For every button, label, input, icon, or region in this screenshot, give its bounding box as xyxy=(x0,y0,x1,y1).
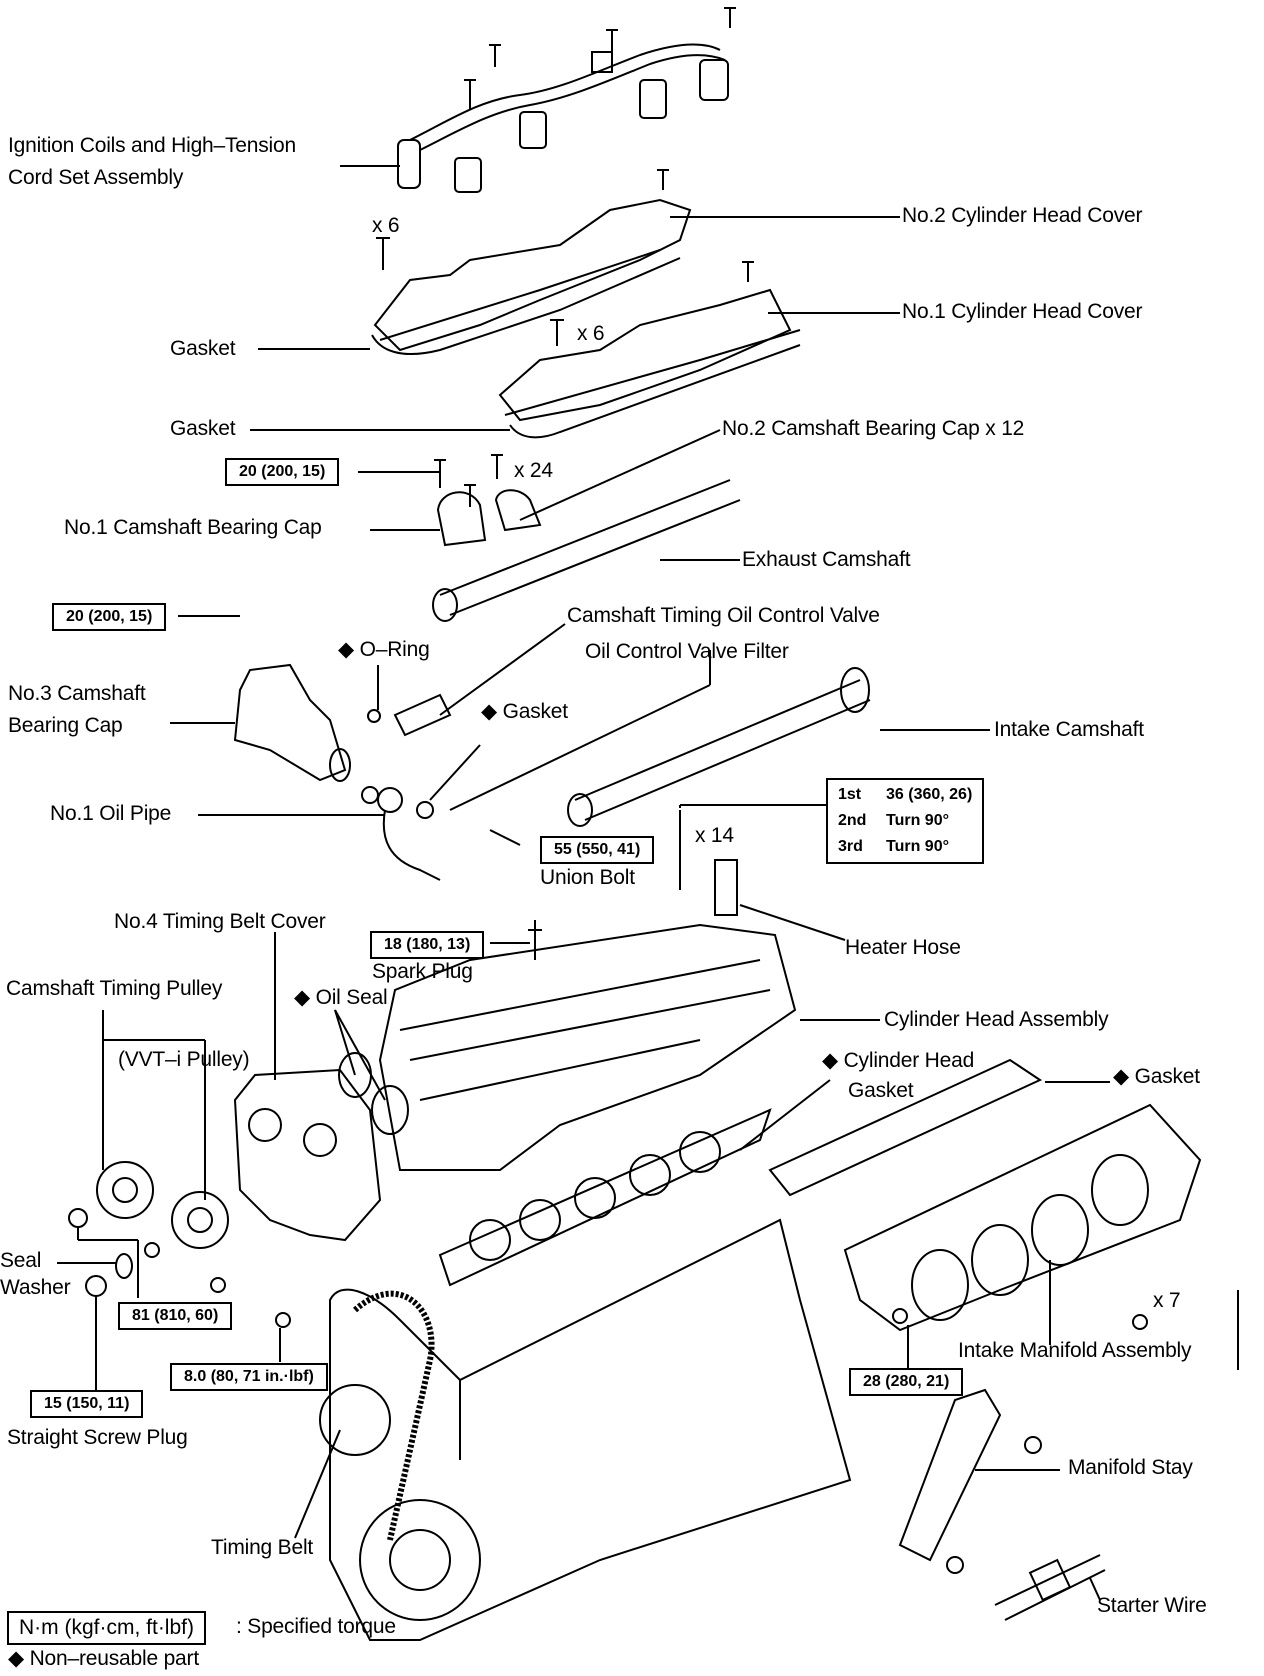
label-no3-bearing-cap: Bearing Cap xyxy=(8,714,123,737)
bolt-illustration xyxy=(144,1242,160,1258)
label-gasket-lower: Gasket xyxy=(170,417,236,440)
label-washer: Washer xyxy=(0,1276,71,1299)
torque-step: 3rd xyxy=(838,838,863,855)
exhaust-camshaft-illustration xyxy=(432,479,741,622)
label-timing-belt: Timing Belt xyxy=(211,1536,314,1559)
torque-step-row: 1st 36 (360, 26) xyxy=(838,782,972,808)
timing-belt-illustration xyxy=(353,1290,435,1541)
engine-block-illustration xyxy=(319,1218,852,1641)
label-no3-camshaft: No.3 Camshaft xyxy=(8,682,146,705)
label-cylinder-head-gasket-line2: Gasket xyxy=(848,1079,914,1102)
qty-head-bolts: x 14 xyxy=(695,824,734,847)
bolt-illustration xyxy=(275,1312,291,1328)
label-union-bolt: Union Bolt xyxy=(540,866,635,889)
cylinder-head-gasket-illustration xyxy=(438,1108,772,1287)
torque-cam-cap: 20 (200, 15) xyxy=(225,458,340,486)
label-manifold-stay: Manifold Stay xyxy=(1068,1456,1193,1479)
camshaft-timing-pulley-illustration xyxy=(96,1161,229,1249)
qty-cover-bolts-right: x 6 xyxy=(577,322,605,345)
torque-step: 2nd xyxy=(838,812,867,829)
label-oil-control-valve-filter: Oil Control Valve Filter xyxy=(585,640,789,663)
no2-cylinder-head-cover-illustration xyxy=(371,198,692,355)
torque-belt-cover: 8.0 (80, 71 in.·lbf) xyxy=(170,1363,328,1391)
oil-seal-illustration xyxy=(371,1085,409,1135)
manifold-stay-illustration xyxy=(898,1388,1042,1574)
label-intake-camshaft: Intake Camshaft xyxy=(994,718,1144,741)
union-bolt-illustration xyxy=(489,829,521,846)
label-no4-timing-belt-cover: No.4 Timing Belt Cover xyxy=(114,910,326,933)
legend-non-reusable: ◆ Non–reusable part xyxy=(8,1647,199,1670)
torque-step: 1st xyxy=(838,786,862,803)
leader-lines xyxy=(57,165,1239,1601)
torque-no3-cap: 20 (200, 15) xyxy=(52,603,167,631)
oil-pipe-illustration xyxy=(382,809,441,881)
straight-screw-plug-illustration xyxy=(85,1275,107,1297)
label-cylinder-head-gasket: ◆ Cylinder Head xyxy=(822,1049,975,1072)
label-no1-cylinder-head-cover: No.1 Cylinder Head Cover xyxy=(902,300,1143,323)
label-no1-oil-pipe: No.1 Oil Pipe xyxy=(50,802,172,825)
label-oil-seal: ◆ Oil Seal xyxy=(294,986,388,1009)
ignition-coil-set-illustration xyxy=(397,43,729,193)
heater-hose-illustration xyxy=(714,859,738,916)
torque-pulley: 81 (810, 60) xyxy=(118,1302,233,1330)
intake-camshaft-illustration xyxy=(567,667,871,827)
starter-wire-illustration xyxy=(994,1554,1106,1621)
label-ocv-gasket: ◆ Gasket xyxy=(481,700,568,723)
torque-step-value: 36 (360, 26) xyxy=(886,786,973,803)
intake-manifold-illustration xyxy=(843,1103,1202,1332)
label-no1-camshaft-bearing-cap: No.1 Camshaft Bearing Cap xyxy=(64,516,322,539)
torque-spark-plug: 18 (180, 13) xyxy=(370,931,485,959)
bearing-cap-illustrations xyxy=(233,454,542,782)
torque-union-bolt: 55 (550, 41) xyxy=(540,836,655,864)
torque-step-value: Turn 90° xyxy=(886,812,949,829)
label-intake-manifold-assembly: Intake Manifold Assembly xyxy=(958,1339,1192,1362)
spark-plug-illustration xyxy=(528,920,542,960)
torque-manifold-stay: 28 (280, 21) xyxy=(849,1368,964,1396)
seal-washer-illustration xyxy=(115,1253,133,1279)
label-oil-control-valve: Camshaft Timing Oil Control Valve xyxy=(567,604,880,627)
qty-cover-bolts-left: x 6 xyxy=(372,214,400,237)
qty-cap-bolts: x 24 xyxy=(514,459,553,482)
torque-step-row: 2nd Turn 90° xyxy=(838,808,972,834)
label-starter-wire: Starter Wire xyxy=(1097,1594,1207,1617)
label-gasket-upper: Gasket xyxy=(170,337,236,360)
label-heater-hose: Heater Hose xyxy=(845,936,961,959)
legend-torque-description: : Specified torque xyxy=(236,1615,396,1638)
timing-belt-cover-illustration xyxy=(233,1068,382,1242)
label-cylinder-head-assembly: Cylinder Head Assembly xyxy=(884,1008,1109,1031)
oil-control-valve-illustration xyxy=(361,693,452,819)
label-camshaft-timing-pulley: Camshaft Timing Pulley xyxy=(6,977,223,1000)
qty-manifold-nuts: x 7 xyxy=(1153,1289,1181,1312)
label-no2-camshaft-bearing-cap: No.2 Camshaft Bearing Cap x 12 xyxy=(722,417,1025,440)
bolt-illustration xyxy=(210,1277,226,1293)
bolt-illustration xyxy=(68,1208,88,1228)
torque-step-value: Turn 90° xyxy=(886,838,949,855)
label-ignition-coils-line2: Cord Set Assembly xyxy=(8,166,184,189)
label-ignition-coils: Ignition Coils and High–Tension xyxy=(8,134,296,157)
label-o-ring: ◆ O–Ring xyxy=(338,638,430,661)
cylinder-head-assembly-illustration xyxy=(378,923,797,1171)
label-intake-gasket: ◆ Gasket xyxy=(1113,1065,1200,1088)
no1-cylinder-head-cover-illustration xyxy=(498,288,801,439)
bolt-icons xyxy=(376,7,754,346)
label-spark-plug: Spark Plug xyxy=(372,960,473,983)
label-seal: Seal xyxy=(0,1249,42,1272)
torque-screw-plug: 15 (150, 11) xyxy=(30,1390,144,1418)
label-straight-screw-plug: Straight Screw Plug xyxy=(7,1426,188,1449)
label-no2-cylinder-head-cover: No.2 Cylinder Head Cover xyxy=(902,204,1143,227)
label-vvti-pulley: (VVT–i Pulley) xyxy=(118,1048,250,1071)
label-exhaust-camshaft: Exhaust Camshaft xyxy=(742,548,911,571)
legend-torque-unit: N·m (kgf·cm, ft·lbf) xyxy=(7,1611,206,1645)
intake-manifold-gasket-illustration xyxy=(768,1058,1043,1197)
torque-step-row: 3rd Turn 90° xyxy=(838,834,972,860)
